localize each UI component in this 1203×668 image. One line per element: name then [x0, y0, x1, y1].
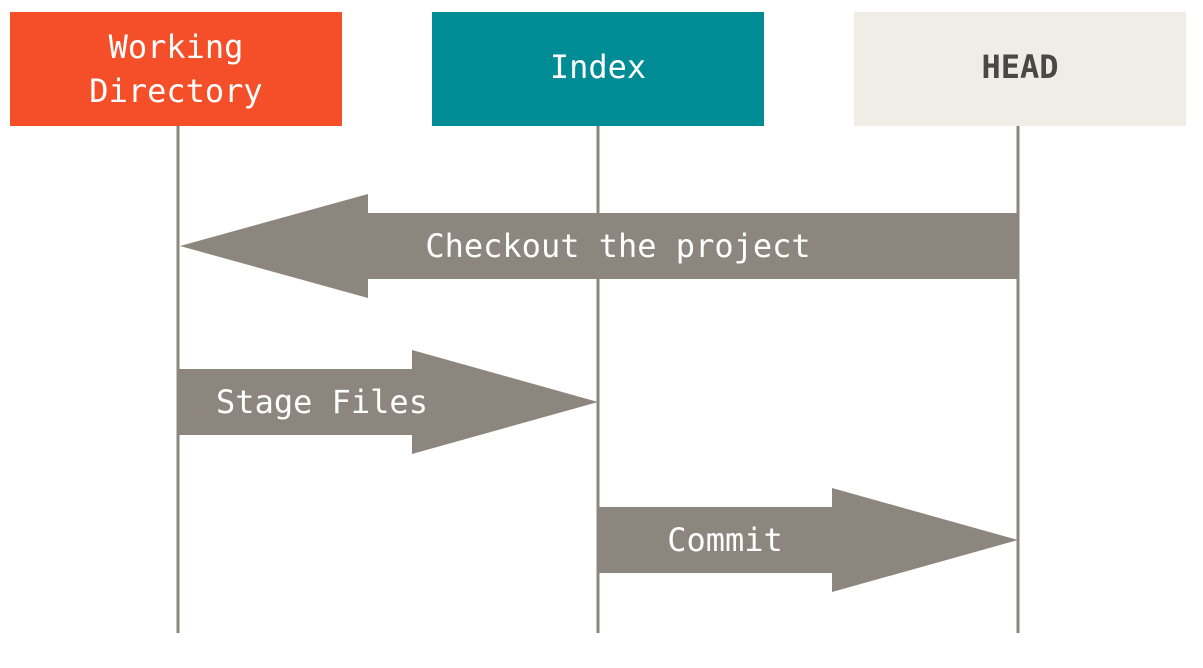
arrow-stage: Stage Files: [178, 350, 598, 454]
arrow-commit: Commit: [598, 488, 1018, 592]
arrow-checkout: Checkout the project: [180, 194, 1018, 298]
area-working-directory: Working Directory: [10, 12, 342, 126]
area-working-directory-label-line-1: Working: [109, 28, 244, 66]
area-index: Index: [432, 12, 764, 126]
area-index-label: Index: [550, 48, 646, 86]
area-index-box: [432, 12, 764, 126]
arrow-checkout-shape: [180, 194, 1018, 298]
arrow-checkout-label: Checkout the project: [425, 227, 810, 265]
arrow-commit-shape: [598, 488, 1018, 592]
area-working-directory-label-line-2: Directory: [89, 72, 262, 110]
area-head-box: [854, 12, 1186, 126]
arrow-commit-label: Commit: [667, 521, 783, 559]
arrow-stage-shape: [178, 350, 598, 454]
area-working-directory-box: [10, 12, 342, 126]
arrow-stage-label: Stage Files: [216, 383, 428, 421]
area-head-label: HEAD: [981, 48, 1058, 86]
area-head: HEAD: [854, 12, 1186, 126]
